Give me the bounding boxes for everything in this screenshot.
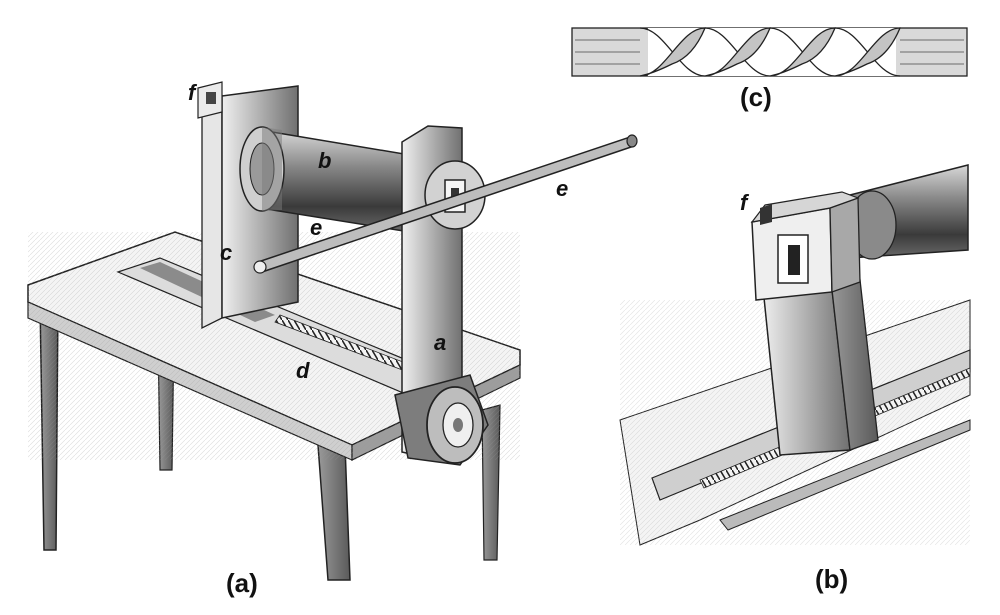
label-b: b [318,148,331,173]
twist-segments [639,27,901,77]
panel-c-twisted-bar [571,27,968,77]
label-e-2: e [556,176,568,201]
label-c: c [220,240,232,265]
caption-b: (b) [815,564,848,594]
panel-a-drawing [27,81,638,581]
label-f-detail: f [740,190,750,215]
caption-c: (c) [740,82,772,112]
label-f-main: f [188,80,198,105]
panel-b-detail [619,164,971,546]
caption-a: (a) [226,568,258,598]
label-e-1: e [310,215,322,240]
label-d: d [296,358,310,383]
bar-grain-lines [575,39,964,65]
label-a: a [434,330,446,355]
cylinder-b [239,126,411,233]
lever-handle-e [253,134,638,274]
